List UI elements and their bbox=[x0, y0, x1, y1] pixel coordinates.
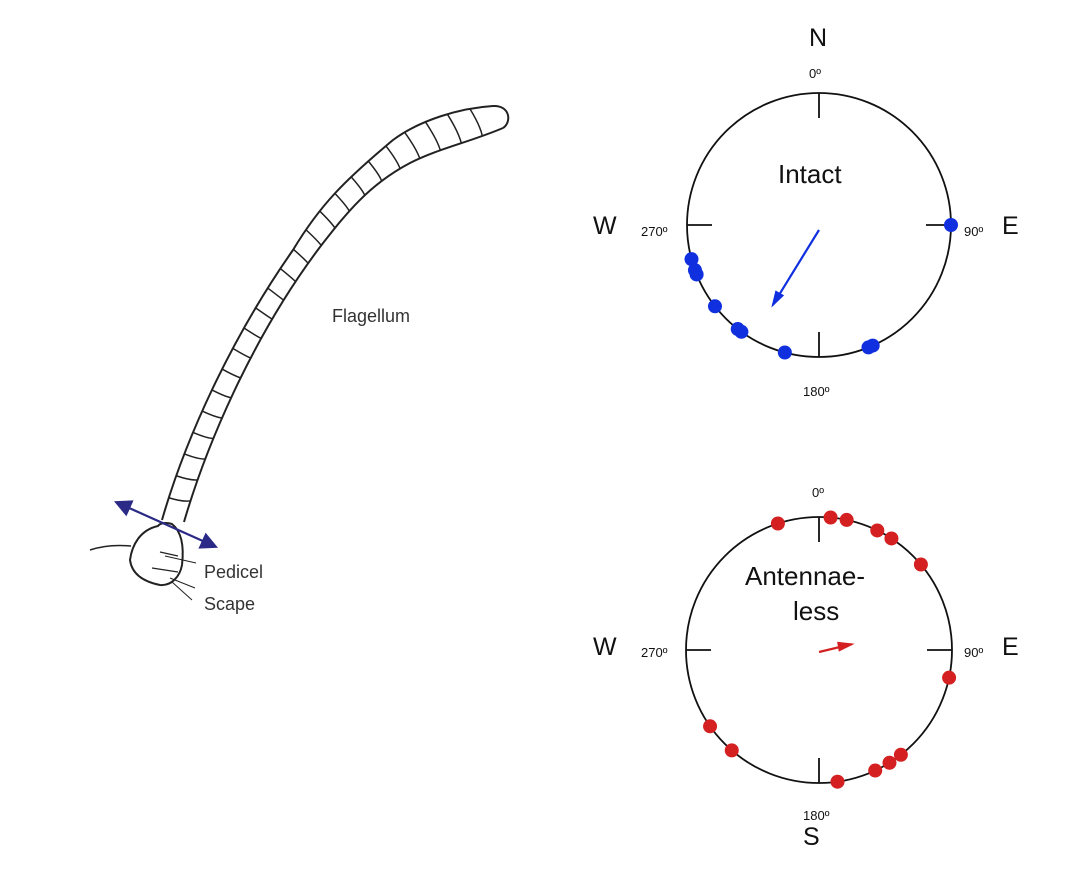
antennaeless-compass: 0º W 270º E 90º 180º S Antennae- less bbox=[593, 485, 1019, 851]
flagellum-segment bbox=[184, 453, 206, 460]
heading-point bbox=[707, 299, 722, 314]
compass-ring bbox=[685, 516, 953, 784]
heading-point bbox=[868, 763, 883, 778]
deg270-label: 270º bbox=[641, 224, 668, 239]
flagellum-segment bbox=[424, 121, 442, 151]
west-label: W bbox=[593, 633, 617, 661]
flagellum-segment bbox=[350, 176, 366, 196]
flagellum-segment bbox=[255, 307, 273, 320]
mean-vector-arrow bbox=[771, 229, 820, 306]
heading-point bbox=[865, 338, 880, 353]
east-label: E bbox=[1002, 633, 1019, 661]
heading-point bbox=[884, 531, 899, 546]
flagellum-right-edge bbox=[183, 127, 504, 523]
flagellum-segment bbox=[446, 113, 463, 144]
heading-point bbox=[770, 516, 785, 531]
mean-vector-arrowhead bbox=[837, 641, 855, 652]
deg0-label: 0º bbox=[809, 66, 821, 81]
flagellum-segment bbox=[221, 368, 241, 379]
flagellum-segment bbox=[201, 410, 223, 419]
flagellum-segment bbox=[243, 327, 262, 340]
heading-point bbox=[942, 670, 957, 685]
heading-point bbox=[684, 252, 699, 267]
flagellum-segment bbox=[232, 347, 251, 359]
heading-point bbox=[689, 267, 704, 282]
flagellum-segment bbox=[334, 192, 350, 212]
deg90-label: 90º bbox=[964, 645, 983, 660]
north-label: N bbox=[809, 24, 827, 52]
intact-title: Intact bbox=[778, 159, 842, 189]
deg270-label: 270º bbox=[641, 645, 668, 660]
deg180-label: 180º bbox=[803, 808, 830, 823]
flagellum-segment bbox=[404, 131, 421, 159]
deg0-label: 0º bbox=[812, 485, 824, 500]
heading-point bbox=[777, 345, 792, 360]
scape-pointer bbox=[169, 577, 196, 601]
flagellum-segment bbox=[176, 475, 198, 481]
antennaeless-title-line2: less bbox=[793, 596, 839, 626]
flagellum-segment bbox=[279, 267, 297, 283]
flagellum-segment bbox=[168, 497, 191, 502]
flagellum-segment bbox=[305, 229, 322, 246]
compass-ticks bbox=[687, 93, 951, 357]
intact-compass: N 0º W 270º E 90º 180º Intact bbox=[593, 24, 1019, 399]
flagellum-segment bbox=[267, 287, 285, 301]
antenna-drawing bbox=[89, 104, 510, 601]
pedicel-line bbox=[159, 551, 179, 557]
heading-point bbox=[823, 510, 838, 525]
heading-point bbox=[913, 557, 928, 572]
pedicel bbox=[128, 521, 184, 587]
head-outline bbox=[89, 544, 132, 551]
mean-vector-arrowhead bbox=[771, 290, 785, 308]
flagellum-segment bbox=[469, 108, 484, 137]
flagellum-segment bbox=[211, 389, 232, 399]
flagellum-left-edge bbox=[161, 105, 494, 521]
flagellum-segment bbox=[385, 145, 401, 169]
flagellum-segments bbox=[168, 108, 484, 502]
deg180-label: 180º bbox=[803, 384, 830, 399]
heading-point bbox=[703, 719, 718, 734]
compass-ring bbox=[686, 92, 952, 358]
heading-point bbox=[724, 743, 739, 758]
heading-point bbox=[893, 747, 908, 762]
scape-label: Scape bbox=[204, 594, 255, 614]
heading-point bbox=[839, 512, 854, 527]
heading-point bbox=[944, 218, 958, 232]
deg90-label: 90º bbox=[964, 224, 983, 239]
heading-point bbox=[734, 324, 749, 339]
flagellum-segment bbox=[319, 210, 336, 229]
east-label: E bbox=[1002, 212, 1019, 240]
west-label: W bbox=[593, 212, 617, 240]
movement-arrow bbox=[113, 500, 219, 549]
heading-point bbox=[882, 755, 897, 770]
intact-headings bbox=[684, 218, 958, 360]
compass-ticks bbox=[686, 517, 952, 783]
antennaeless-title-line1: Antennae- bbox=[745, 561, 865, 591]
flagellum-tip bbox=[492, 104, 510, 129]
pedicel-pointer bbox=[164, 555, 197, 564]
south-label: S bbox=[803, 823, 820, 851]
heading-point bbox=[830, 774, 845, 789]
flagellum-segment bbox=[192, 431, 214, 440]
scape-line bbox=[151, 567, 179, 573]
flagellum-label: Flagellum bbox=[332, 306, 410, 326]
heading-point bbox=[870, 523, 885, 538]
pedicel-label: Pedicel bbox=[204, 562, 263, 582]
flagellum-segment bbox=[292, 248, 309, 264]
antennaeless-headings bbox=[703, 510, 957, 789]
flagellum-segment bbox=[367, 160, 383, 182]
